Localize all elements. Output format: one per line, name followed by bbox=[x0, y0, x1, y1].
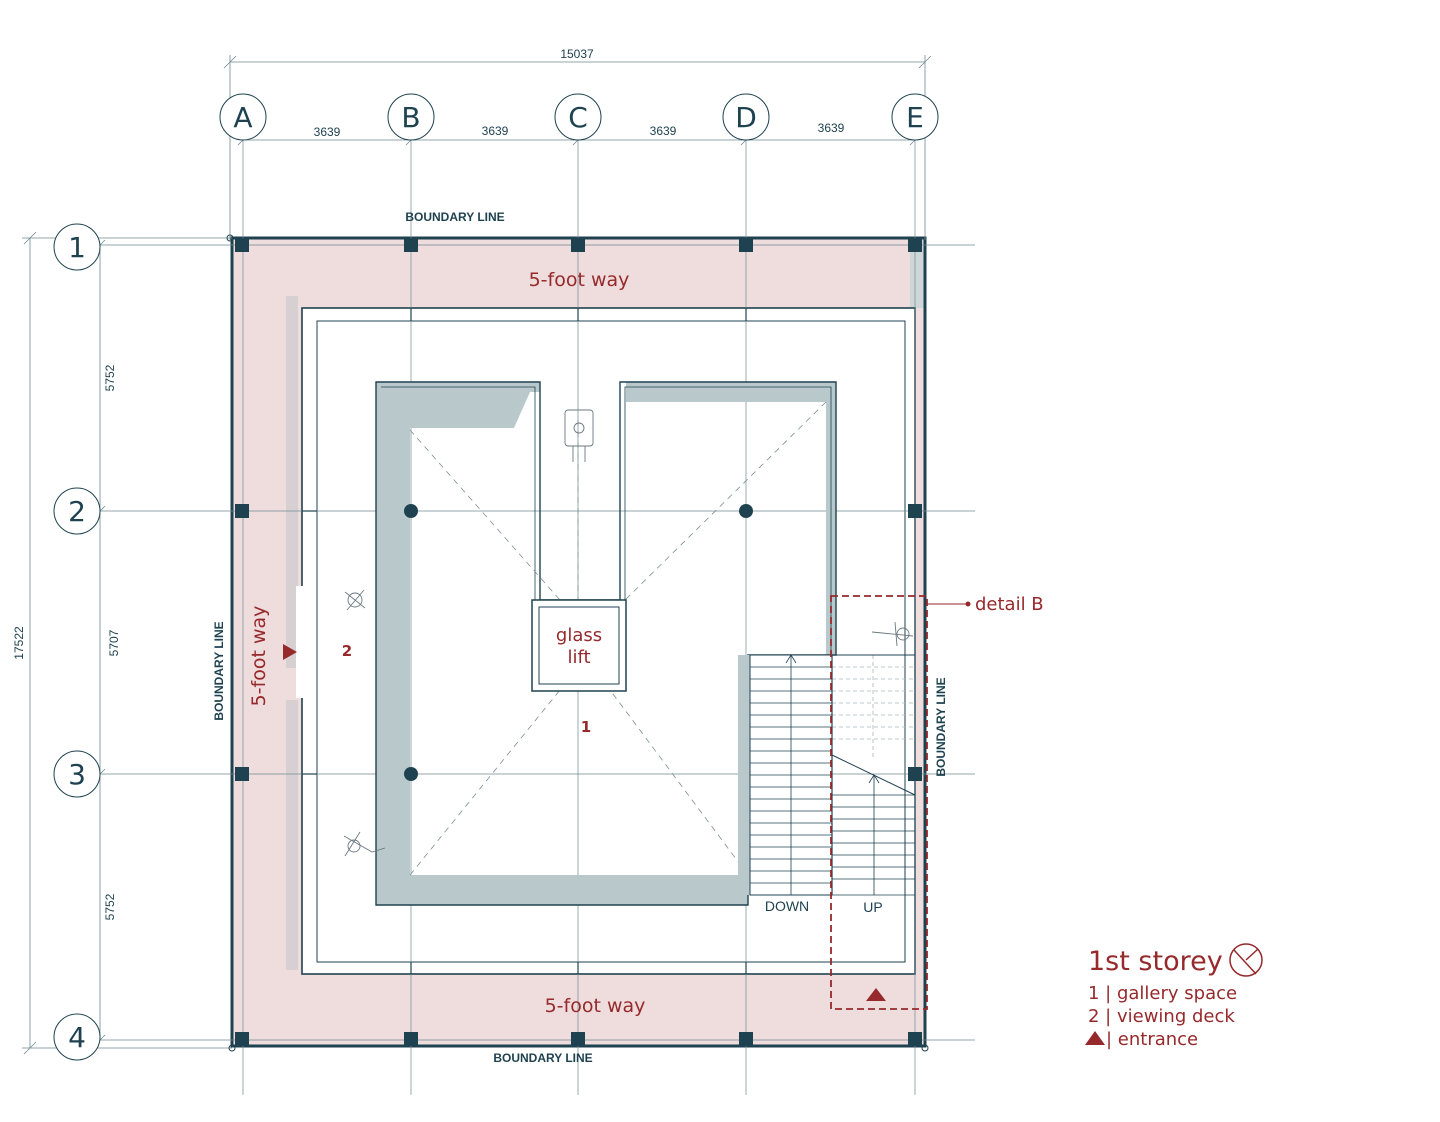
boundary-label-left: BOUNDARY LINE bbox=[212, 621, 226, 720]
person-figure-icon bbox=[564, 409, 594, 462]
person-figure-icon bbox=[871, 621, 914, 647]
glass-lift bbox=[531, 599, 627, 692]
col-spacing-de: 3639 bbox=[818, 121, 845, 135]
grid-label-c: C bbox=[568, 101, 588, 134]
grid-bubble-a bbox=[219, 93, 267, 141]
legend-item-viewing-deck: 2 | viewing deck bbox=[1088, 1006, 1235, 1027]
boundary-label-right: BOUNDARY LINE bbox=[934, 677, 948, 776]
grid-bubble-2 bbox=[53, 487, 101, 535]
five-foot-way-bottom-label: 5-foot way bbox=[545, 995, 646, 1017]
void-diagonals bbox=[409, 401, 827, 876]
person-figure-icon bbox=[344, 589, 366, 611]
grid-label-e: E bbox=[906, 101, 924, 134]
legend-item-gallery: 1 | gallery space bbox=[1088, 983, 1237, 1004]
space-1-label: 1 bbox=[581, 718, 591, 736]
entrance-arrow-left bbox=[283, 644, 297, 660]
void-outline bbox=[375, 381, 837, 906]
grid-label-1: 1 bbox=[68, 231, 86, 264]
void-shadow-right bbox=[620, 382, 836, 655]
grid-label-d: D bbox=[735, 101, 757, 134]
col-spacing-bc: 3639 bbox=[482, 124, 509, 138]
grid-bubble-e bbox=[891, 93, 939, 141]
grid-lines bbox=[100, 140, 975, 1095]
grid-bubbles bbox=[53, 93, 939, 1061]
grid-label-2: 2 bbox=[68, 495, 86, 528]
lift-label-line2: lift bbox=[567, 647, 590, 668]
boundary-label-bottom: BOUNDARY LINE bbox=[493, 1051, 592, 1065]
shadow-band bbox=[286, 700, 298, 970]
shadow-band bbox=[910, 240, 925, 308]
grid-bubble-3 bbox=[53, 750, 101, 798]
row-spacing-23: 5707 bbox=[107, 629, 121, 656]
grid-label-a: A bbox=[233, 101, 252, 134]
legend-entrance-icon bbox=[1085, 1031, 1105, 1045]
grid-bubble-c bbox=[554, 93, 602, 141]
stairs bbox=[738, 654, 916, 896]
stair-up-label: UP bbox=[863, 899, 882, 915]
col-spacing-cd: 3639 bbox=[650, 124, 677, 138]
glass-lift-inner bbox=[538, 606, 620, 685]
north-arrow-icon bbox=[1229, 943, 1263, 977]
legend-title: 1st storey bbox=[1088, 946, 1223, 977]
overall-height-dim: 17522 bbox=[12, 626, 26, 660]
lift-label-line1: glass bbox=[556, 625, 602, 646]
grid-label-b: B bbox=[401, 101, 420, 134]
building-envelope-inner bbox=[316, 320, 906, 963]
person-figure-icon bbox=[343, 831, 386, 857]
entrance-arrow-bottom bbox=[866, 988, 886, 1001]
grid-bubble-4 bbox=[53, 1013, 101, 1061]
space-2-label: 2 bbox=[342, 642, 352, 660]
entrance-opening bbox=[296, 586, 306, 698]
col-spacing-ab: 3639 bbox=[314, 125, 341, 139]
detail-b-label: detail B bbox=[975, 594, 1044, 615]
five-foot-way-top-label: 5-foot way bbox=[529, 269, 630, 291]
five-foot-way-left-label: 5-foot way bbox=[248, 606, 270, 707]
void-inner-line bbox=[381, 386, 832, 655]
overall-width-dim: 15037 bbox=[560, 47, 594, 61]
boundary-label-top: BOUNDARY LINE bbox=[405, 210, 504, 224]
grid-label-3: 3 bbox=[68, 758, 86, 791]
legend-item-entrance: | entrance bbox=[1106, 1029, 1198, 1050]
row-spacing-34: 5752 bbox=[103, 893, 117, 920]
grid-bubble-d bbox=[722, 93, 770, 141]
grid-label-4: 4 bbox=[68, 1021, 86, 1054]
row-spacing-12: 5752 bbox=[103, 364, 117, 391]
detail-b-box bbox=[830, 595, 928, 1010]
stair-down-label: DOWN bbox=[765, 898, 809, 914]
boundary-columns bbox=[235, 238, 922, 1046]
shadow-band bbox=[286, 296, 298, 668]
grid-bubble-1 bbox=[53, 223, 101, 271]
detail-b-dot bbox=[965, 601, 971, 607]
mullions bbox=[302, 308, 747, 974]
grid-bubble-b bbox=[387, 93, 435, 141]
